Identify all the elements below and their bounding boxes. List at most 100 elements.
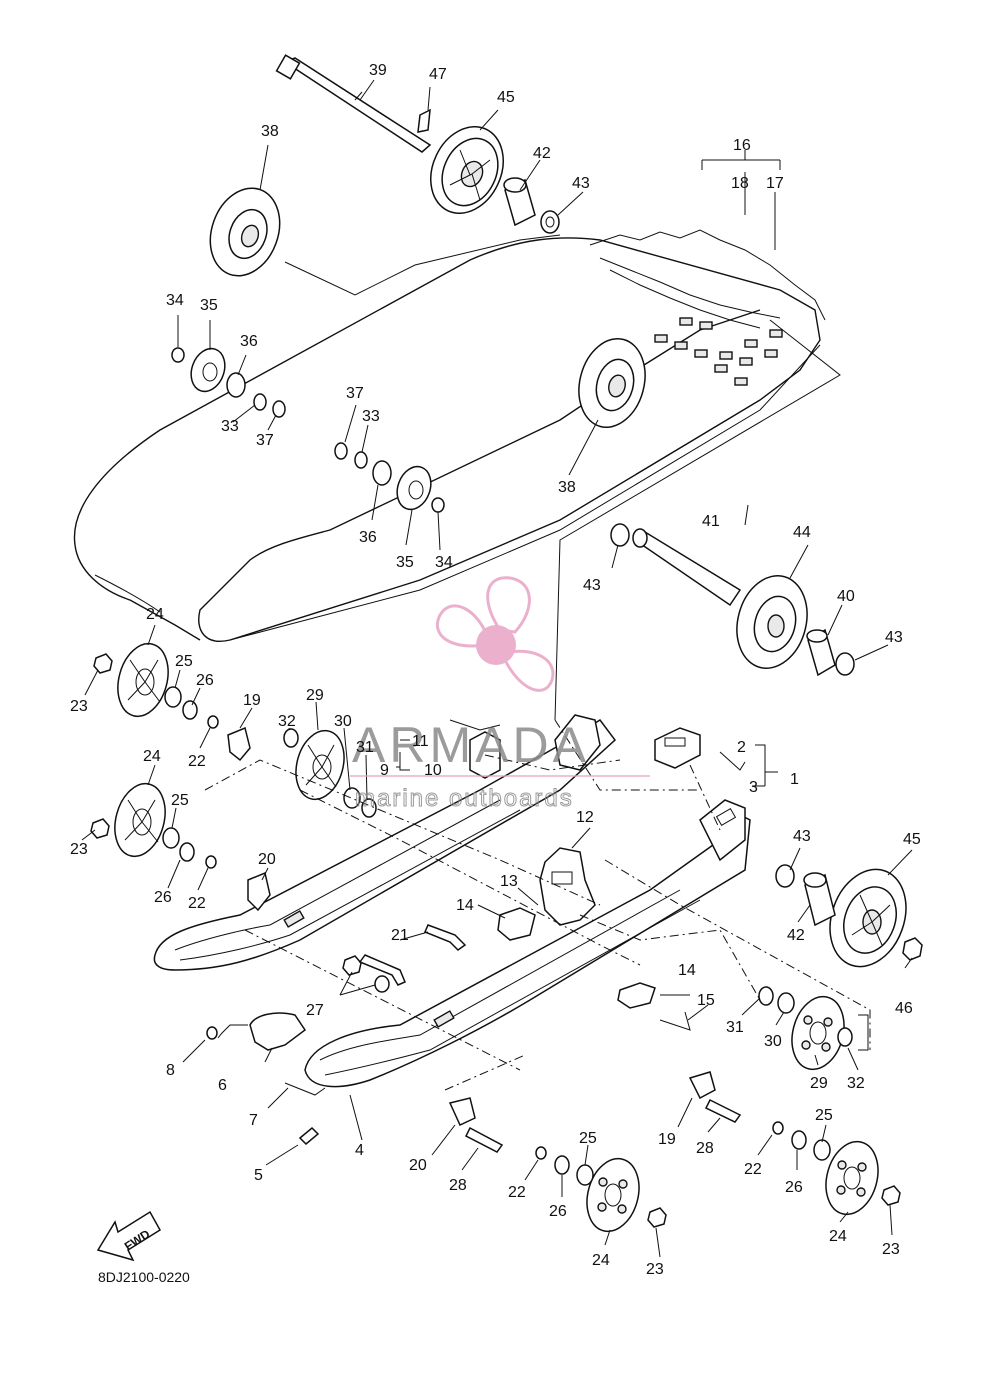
centerlines	[204, 719, 871, 1091]
callout-39: 39	[369, 62, 387, 79]
wheel-45-lower	[829, 868, 907, 968]
bracket-12	[539, 847, 596, 926]
callout-36a: 36	[240, 333, 258, 350]
callout-43a: 43	[572, 175, 590, 192]
callout-30b: 30	[764, 1033, 782, 1050]
small-hardware	[90, 653, 901, 1228]
callout-4: 4	[355, 1142, 364, 1159]
callout-12: 12	[576, 809, 594, 826]
callout-33b: 33	[362, 408, 380, 425]
callout-37a: 37	[256, 432, 274, 449]
callout-24b: 24	[143, 748, 161, 765]
callout-25d: 25	[815, 1107, 833, 1124]
callout-28b: 28	[696, 1140, 714, 1157]
callout-44: 44	[793, 524, 811, 541]
small-parts-left-upper	[171, 347, 286, 418]
callout-40: 40	[837, 588, 855, 605]
slide-rail-left	[153, 714, 617, 971]
bracket-20-b	[448, 1097, 504, 1153]
wheel-24-d	[825, 1140, 879, 1216]
washer-43-lower	[775, 864, 795, 888]
callout-19a: 19	[243, 692, 261, 709]
callout-25c: 25	[579, 1130, 597, 1147]
wheel-24-a	[117, 642, 169, 718]
callout-22c: 22	[508, 1184, 526, 1201]
washer-43-right	[610, 523, 630, 547]
upper-shaft-39	[275, 54, 432, 153]
bracket-19-b	[688, 1071, 742, 1123]
callout-31a: 31	[356, 739, 374, 756]
callout-30a: 30	[334, 713, 352, 730]
track-belt	[73, 229, 841, 721]
wheel-24-b	[114, 782, 166, 858]
propeller-logo	[435, 576, 555, 692]
block-14-a	[497, 907, 536, 941]
callout-29b: 29	[810, 1075, 828, 1092]
callout-25a: 25	[175, 653, 193, 670]
callout-33a: 33	[221, 418, 239, 435]
callout-22a: 22	[188, 753, 206, 770]
callout-6: 6	[218, 1077, 227, 1094]
bracket-20-a	[247, 871, 271, 912]
fwd-arrow: FWD	[96, 1210, 162, 1262]
callout-15: 15	[697, 992, 715, 1009]
wheel-24-c	[586, 1157, 640, 1233]
callout-36b: 36	[359, 529, 377, 546]
callout-13: 13	[500, 873, 518, 890]
callout-26a: 26	[196, 672, 214, 689]
callout-34a: 34	[166, 292, 184, 309]
bolt-27	[358, 954, 406, 986]
callout-26d: 26	[785, 1179, 803, 1196]
callout-20a: 20	[258, 851, 276, 868]
callout-22b: 22	[188, 895, 206, 912]
callout-42a: 42	[533, 145, 551, 162]
cir-clip-47	[417, 108, 431, 133]
bracket-2	[654, 727, 701, 769]
callout-21: 21	[391, 927, 409, 944]
shaft-41	[632, 528, 742, 607]
callout-9: 9	[380, 762, 389, 779]
callout-24d: 24	[829, 1228, 847, 1245]
callout-14a: 14	[456, 897, 474, 914]
callout-41: 41	[702, 513, 720, 530]
callout-1: 1	[790, 771, 799, 788]
block-14-b	[617, 982, 656, 1009]
wheel-29-a	[295, 729, 345, 801]
callout-43b: 43	[583, 577, 601, 594]
callout-38b: 38	[558, 479, 576, 496]
callout-18: 18	[731, 175, 749, 192]
part-6	[249, 1012, 307, 1051]
small-parts-mid	[334, 442, 445, 513]
wheel-29-b	[791, 995, 845, 1071]
callout-45a: 45	[497, 89, 515, 106]
callout-17: 17	[766, 175, 784, 192]
watermark-title: ARMADA	[352, 717, 590, 773]
callout-43c: 43	[885, 629, 903, 646]
callout-5: 5	[254, 1167, 263, 1184]
collar-40	[806, 628, 836, 677]
collar-42-lower	[803, 872, 836, 927]
callout-8: 8	[166, 1062, 175, 1079]
callout-42b: 42	[787, 927, 805, 944]
watermark-subtitle: marine outboards	[355, 785, 574, 812]
wheel-38-top	[209, 187, 281, 277]
bolt-21	[424, 924, 467, 951]
bolt-5	[298, 1126, 320, 1146]
wheel-45-top	[430, 126, 504, 214]
callout-35a: 35	[200, 297, 218, 314]
callout-47: 47	[429, 66, 447, 83]
bracket-19-a	[227, 726, 251, 762]
callout-24a: 24	[146, 606, 164, 623]
callout-46: 46	[895, 1000, 913, 1017]
rivet-7	[284, 1082, 326, 1096]
callout-37b: 37	[346, 385, 364, 402]
callout-35b: 35	[396, 554, 414, 571]
collar-42-top	[503, 177, 536, 227]
washer-43-top	[540, 210, 560, 234]
callout-10: 10	[424, 762, 442, 779]
callout-7: 7	[249, 1112, 258, 1129]
rivet-3	[719, 751, 746, 771]
callout-labels: 1 2 3 4 5 6 7 8 9 10 11 12 13 14 14 15 1…	[70, 62, 921, 1278]
callout-3: 3	[749, 779, 758, 796]
leader-lines	[81, 79, 913, 1258]
